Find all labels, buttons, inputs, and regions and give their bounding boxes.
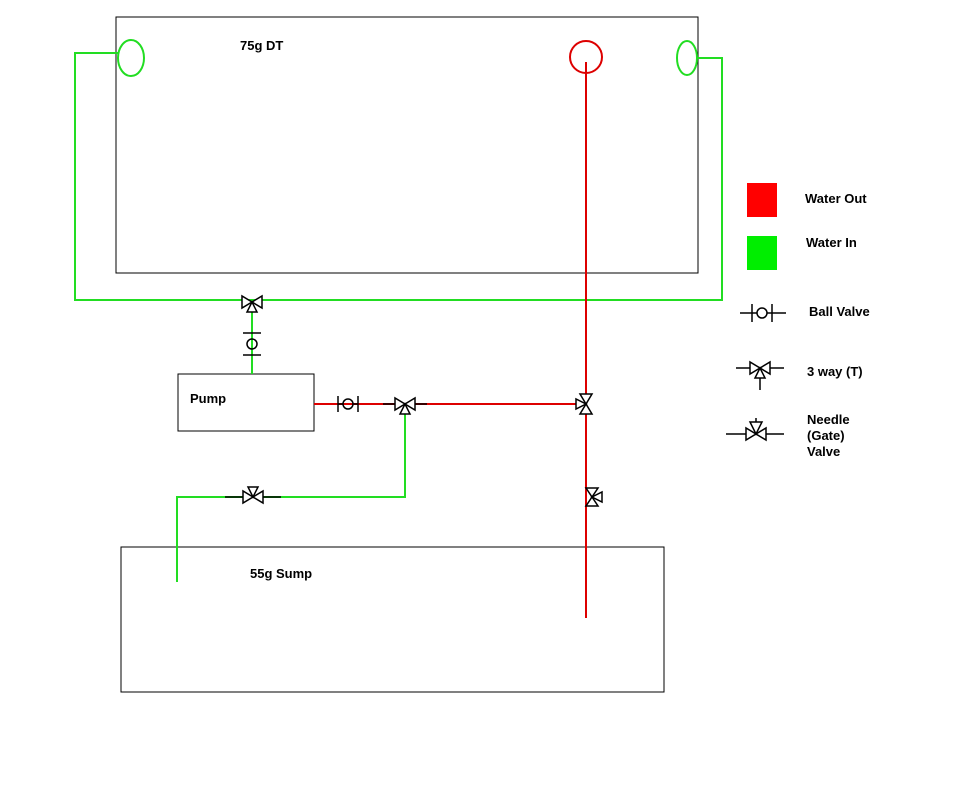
- legend-needle-line-3: Valve: [807, 444, 840, 459]
- legend-water-in-label: Water In: [806, 235, 857, 250]
- three-way-valve-intake[interactable]: [383, 396, 427, 415]
- return-line-left: [74, 52, 723, 301]
- three-way-valve-icon: [736, 360, 784, 390]
- ball-valve-return[interactable]: [243, 332, 261, 356]
- pump-box: [177, 373, 315, 432]
- legend-needle-valve-label: Needle (Gate) Valve: [807, 412, 853, 459]
- legend-three-way-label: 3 way (T): [807, 364, 863, 379]
- three-way-valve-drain[interactable]: [575, 393, 594, 415]
- sump-label: 55g Sump: [250, 566, 312, 581]
- sump-tank: [120, 546, 665, 693]
- legend-ball-valve-label: Ball Valve: [809, 304, 870, 319]
- water-in-lines: [74, 39, 723, 582]
- three-way-valve-return[interactable]: [241, 294, 263, 313]
- needle-valve-drain[interactable]: [584, 487, 603, 507]
- legend-needle-line-2: (Gate): [807, 428, 845, 443]
- legend-swatch-water-in: [747, 236, 777, 270]
- ball-valve-icon: [740, 304, 786, 322]
- legend-water-out-label: Water Out: [805, 191, 867, 206]
- needle-valve-icon: [726, 418, 784, 442]
- return-nozzle-right: [676, 40, 698, 76]
- display-tank-label: 75g DT: [240, 38, 283, 53]
- display-tank: [115, 16, 699, 274]
- legend-swatch-water-out: [747, 183, 777, 217]
- ball-valve-pump-out[interactable]: [337, 396, 359, 412]
- return-nozzle-left: [117, 39, 145, 77]
- legend-needle-line-1: Needle: [807, 412, 850, 427]
- water-out-lines: [314, 40, 603, 618]
- sump-intake-line: [176, 404, 406, 582]
- needle-valve-intake[interactable]: [225, 486, 281, 505]
- pump-label: Pump: [190, 391, 226, 406]
- legend: Water Out Water In Ball Valve 3 way (T): [726, 183, 870, 459]
